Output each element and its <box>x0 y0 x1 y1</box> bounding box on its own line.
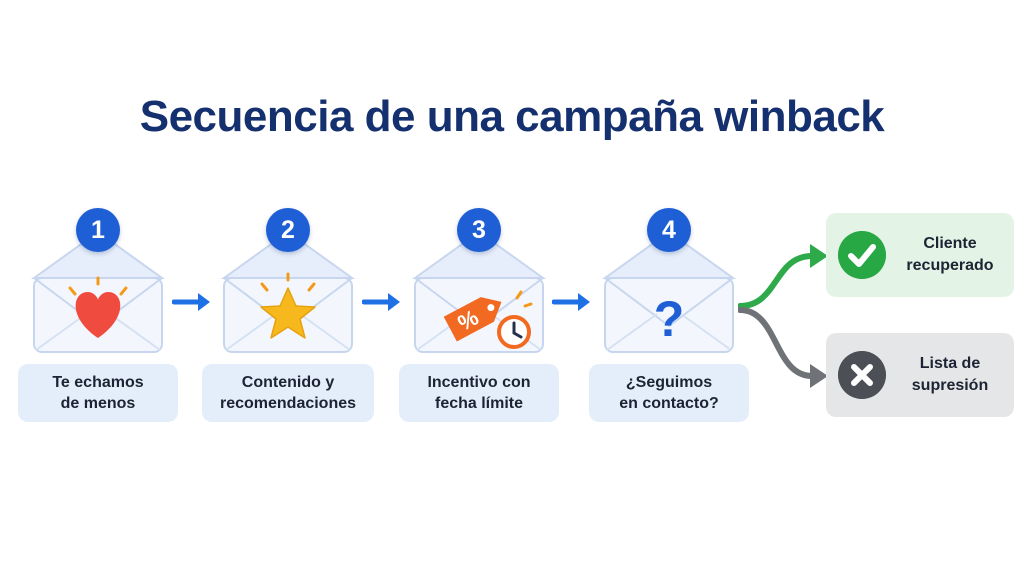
outcome-positive: Cliente recuperado <box>826 213 1014 297</box>
step-number-badge: 4 <box>647 208 691 252</box>
step-label: Contenido y recomendaciones <box>202 364 374 422</box>
outcome-label: Cliente recuperado <box>906 235 994 274</box>
page-title: Secuencia de una campaña winback <box>139 92 885 141</box>
branch-arrows <box>738 244 828 388</box>
envelope-icon <box>30 230 166 353</box>
step-number-badge: 3 <box>457 208 501 252</box>
step-4: ? 4 ¿Seguimos en contacto? <box>589 208 749 422</box>
step-label: Te echamos de menos <box>18 364 178 422</box>
outcome-label: Lista de supresión <box>911 355 989 394</box>
step-number-badge: 2 <box>266 208 310 252</box>
step-number-badge: 1 <box>76 208 120 252</box>
discount-tag-clock-icon: % <box>443 290 533 349</box>
star-icon <box>260 272 316 339</box>
branch-arrow-negative <box>738 307 828 388</box>
step-1: 1 Te echamos de menos <box>18 208 178 422</box>
check-circle-icon <box>838 231 886 279</box>
arrow-right-icon <box>362 293 400 311</box>
outcome-negative: Lista de supresión <box>826 333 1014 417</box>
step-label: Incentivo con fecha límite <box>399 364 559 422</box>
question-mark-icon: ? <box>654 291 685 347</box>
envelope-icon: % <box>411 230 547 353</box>
heart-icon <box>68 276 128 338</box>
x-circle-icon <box>838 351 886 399</box>
branch-arrow-positive <box>738 244 828 309</box>
step-label: ¿Seguimos en contacto? <box>589 364 749 422</box>
arrow-right-icon <box>172 293 210 311</box>
step-3: % 3 Incentivo con fecha límite <box>399 208 559 422</box>
step-2: 2 Contenido y recomendaciones <box>202 208 374 422</box>
arrow-right-icon <box>552 293 590 311</box>
envelope-icon: ? <box>601 230 737 353</box>
envelope-icon <box>220 230 356 353</box>
